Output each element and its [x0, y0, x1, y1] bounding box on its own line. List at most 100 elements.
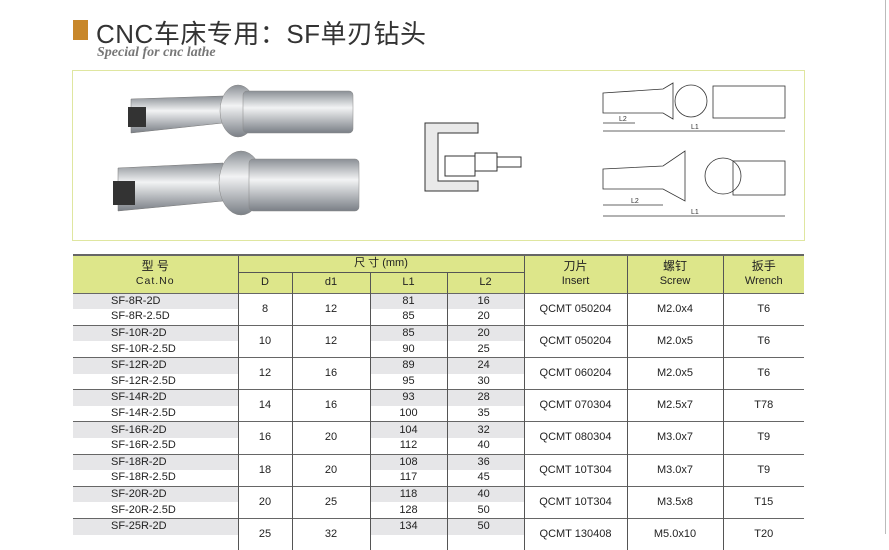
cat-no: SF-25R-2D	[73, 518, 238, 534]
cat-no: SF-8R-2D	[73, 293, 238, 309]
length-L1: 85	[370, 309, 447, 325]
length-L2: 40	[447, 486, 524, 502]
shank-d1: 16	[292, 357, 370, 389]
shank-d1: 16	[292, 390, 370, 422]
cat-no: SF-10R-2.5D	[73, 341, 238, 357]
header-L1: L1	[370, 272, 447, 293]
length-L1: 108	[370, 454, 447, 470]
shank-d1: 25	[292, 486, 370, 518]
cat-no: SF-14R-2D	[73, 390, 238, 406]
screw: M2.0x5	[627, 357, 723, 389]
screw: M2.5x7	[627, 390, 723, 422]
length-L2: 45	[447, 470, 524, 486]
shank-d1: 12	[292, 325, 370, 357]
svg-text:L2: L2	[619, 116, 627, 123]
wrench: T9	[723, 454, 804, 486]
page-subtitle: Special for cnc lathe	[97, 45, 216, 61]
wrench: T6	[723, 357, 804, 389]
cat-no: SF-20R-2D	[73, 486, 238, 502]
diameter-D: 12	[238, 357, 292, 389]
cat-no: SF-12R-2D	[73, 357, 238, 373]
length-L2: 50	[447, 518, 524, 534]
screw: M2.0x5	[627, 325, 723, 357]
shank-d1: 32	[292, 518, 370, 550]
length-L2: 36	[447, 454, 524, 470]
wrench: T20	[723, 518, 804, 550]
header-size: 尺 寸 (mm)	[238, 255, 524, 272]
length-L1: 112	[370, 438, 447, 454]
insert: QCMT 080304	[524, 422, 627, 454]
insert: QCMT 10T304	[524, 454, 627, 486]
diameter-D: 14	[238, 390, 292, 422]
cat-no: SF-10R-2D	[73, 325, 238, 341]
cat-no: SF-16R-2.5D	[73, 438, 238, 454]
length-L2: 32	[447, 422, 524, 438]
wrench: T78	[723, 390, 804, 422]
cat-no: SF-16R-2D	[73, 422, 238, 438]
product-figure: L2 L1 L2 L1	[72, 70, 805, 241]
cat-no: SF-20R-2.5D	[73, 502, 238, 518]
diameter-D: 10	[238, 325, 292, 357]
length-L1: 128	[370, 502, 447, 518]
insert: QCMT 050204	[524, 293, 627, 325]
length-L1: 100	[370, 406, 447, 422]
window-edge	[885, 0, 886, 534]
length-L1: 104	[370, 422, 447, 438]
cat-no: SF-8R-2.5D	[73, 309, 238, 325]
cat-no: SF-18R-2.5D	[73, 470, 238, 486]
screw: M2.0x4	[627, 293, 723, 325]
insert: QCMT 050204	[524, 325, 627, 357]
shank-d1: 20	[292, 422, 370, 454]
shank-d1: 20	[292, 454, 370, 486]
cat-no: SF-18R-2D	[73, 454, 238, 470]
diameter-D: 20	[238, 486, 292, 518]
screw: M3.0x7	[627, 454, 723, 486]
screw: M3.0x7	[627, 422, 723, 454]
screw: M3.5x8	[627, 486, 723, 518]
length-L1	[370, 535, 447, 550]
wrench: T6	[723, 325, 804, 357]
header-d1: d1	[292, 272, 370, 293]
title-accent-square	[73, 20, 88, 40]
length-L2: 35	[447, 406, 524, 422]
length-L1: 117	[370, 470, 447, 486]
svg-text:L1: L1	[691, 124, 699, 131]
wrench: T15	[723, 486, 804, 518]
svg-text:L2: L2	[631, 198, 639, 205]
screw: M5.0x10	[627, 518, 723, 550]
cat-no	[73, 535, 238, 550]
insert: QCMT 070304	[524, 390, 627, 422]
length-L2: 40	[447, 438, 524, 454]
length-L2: 50	[447, 502, 524, 518]
cat-no: SF-12R-2.5D	[73, 374, 238, 390]
length-L2: 20	[447, 325, 524, 341]
length-L2: 24	[447, 357, 524, 373]
shank-d1: 12	[292, 293, 370, 325]
drill-photo-top	[128, 85, 353, 137]
length-L1: 93	[370, 390, 447, 406]
header-D: D	[238, 272, 292, 293]
insert: QCMT 060204	[524, 357, 627, 389]
diameter-D: 8	[238, 293, 292, 325]
length-L1: 118	[370, 486, 447, 502]
length-L2: 20	[447, 309, 524, 325]
length-L2	[447, 535, 524, 550]
wrench: T9	[723, 422, 804, 454]
insert: QCMT 10T304	[524, 486, 627, 518]
length-L2: 16	[447, 293, 524, 309]
insert: QCMT 130408	[524, 518, 627, 550]
length-L1: 85	[370, 325, 447, 341]
length-L2: 25	[447, 341, 524, 357]
cat-no: SF-14R-2.5D	[73, 406, 238, 422]
